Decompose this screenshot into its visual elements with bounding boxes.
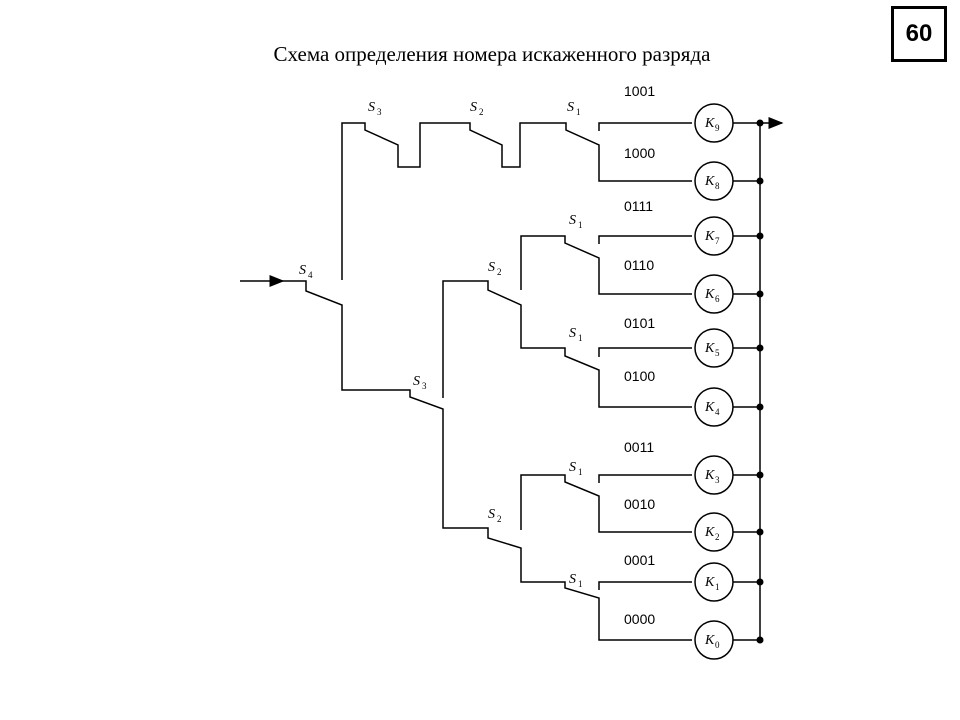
code-label: 0100	[624, 368, 655, 384]
wire-s2-upper-upper	[520, 235, 692, 295]
svg-text:S: S	[488, 260, 495, 275]
junction-dot	[756, 119, 764, 127]
diagram-title: Схема определения номера искаженного раз…	[273, 42, 711, 66]
relay-letter: K	[704, 341, 715, 356]
svg-text:S: S	[569, 326, 576, 341]
code-label: 1000	[624, 145, 655, 161]
junction-dot	[756, 403, 764, 411]
relay-index: 9	[715, 123, 720, 133]
relay-index: 3	[715, 475, 720, 485]
wire-s1-b-upper	[598, 347, 692, 357]
code-label: 0010	[624, 496, 655, 512]
wire-s1-c-upper	[598, 474, 692, 483]
relay-index: 8	[715, 181, 720, 191]
relay-letter: K	[704, 116, 715, 131]
relay-index: 0	[715, 640, 720, 650]
svg-text:3: 3	[422, 381, 427, 391]
junction-dot	[756, 290, 764, 298]
wire-s4-upper	[341, 122, 692, 280]
junction-dot	[756, 344, 764, 352]
relay-letter: K	[704, 400, 715, 415]
svg-text:S: S	[413, 374, 420, 389]
relay-letter: K	[704, 525, 715, 540]
relay-letter: K	[704, 229, 715, 244]
svg-text:S: S	[488, 507, 495, 522]
code-label: 0001	[624, 552, 655, 568]
svg-text:2: 2	[479, 107, 484, 117]
wire-s4	[283, 280, 692, 641]
svg-text:1: 1	[578, 333, 583, 343]
svg-text:2: 2	[497, 514, 502, 524]
wire-s3-mid-upper	[442, 280, 692, 408]
svg-text:2: 2	[497, 267, 502, 277]
junction-dot	[756, 636, 764, 644]
relay-index: 2	[715, 532, 720, 542]
wire-s1-top-upper	[598, 122, 692, 131]
svg-text:S: S	[470, 100, 477, 115]
wire-s1-d-upper	[598, 581, 692, 590]
code-label: 1001	[624, 83, 655, 99]
junction-dot	[756, 578, 764, 586]
code-label: 0011	[624, 439, 654, 455]
relay-letter: K	[704, 174, 715, 189]
page-number: 60	[891, 6, 947, 62]
svg-text:S: S	[569, 572, 576, 587]
svg-text:1: 1	[576, 107, 581, 117]
junction-dot	[756, 528, 764, 536]
relay-letter: K	[704, 575, 715, 590]
svg-text:4: 4	[308, 270, 313, 280]
svg-text:1: 1	[578, 579, 583, 589]
relay-letter: K	[704, 287, 715, 302]
svg-text:S: S	[569, 213, 576, 228]
relay-letter: K	[704, 633, 715, 648]
svg-text:S: S	[299, 263, 306, 278]
relay-index: 5	[715, 348, 720, 358]
relay-index: 7	[715, 236, 720, 246]
code-label: 0101	[624, 315, 655, 331]
junction-dot	[756, 177, 764, 185]
code-label: 0110	[624, 257, 654, 273]
junction-dot	[756, 232, 764, 240]
relay-index: 4	[715, 407, 720, 417]
wire-s1-a-upper	[598, 235, 692, 244]
relay-index: 1	[715, 582, 720, 592]
code-label: 0111	[624, 198, 653, 214]
code-label: 0000	[624, 611, 655, 627]
svg-text:S: S	[569, 460, 576, 475]
junction-dot	[756, 471, 764, 479]
svg-text:1: 1	[578, 220, 583, 230]
relay-letter: K	[704, 468, 715, 483]
wire-s2-lower-upper	[520, 474, 692, 533]
svg-text:S: S	[368, 100, 375, 115]
svg-text:S: S	[567, 100, 574, 115]
relay-index: 6	[715, 294, 720, 304]
svg-text:3: 3	[377, 107, 382, 117]
svg-text:1: 1	[578, 467, 583, 477]
